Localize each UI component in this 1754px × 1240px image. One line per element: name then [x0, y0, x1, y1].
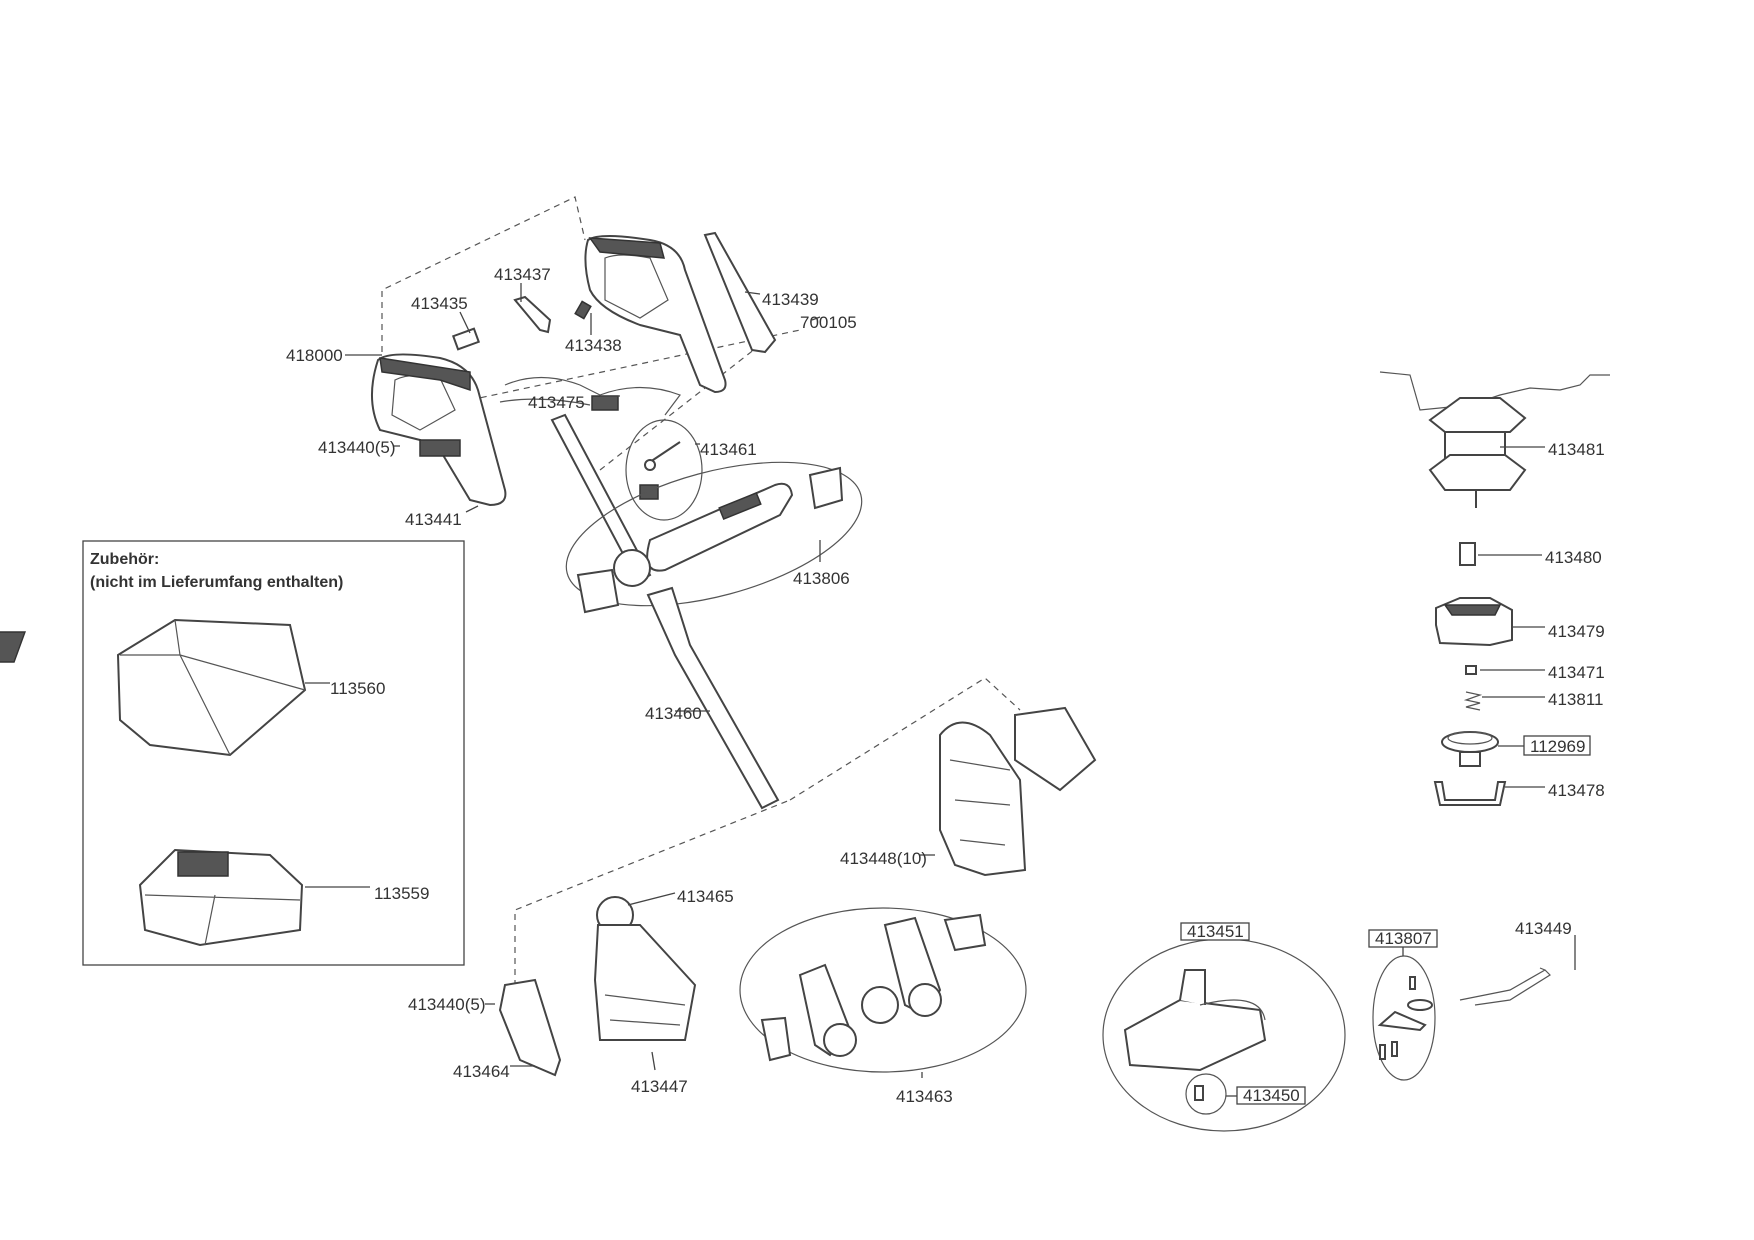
label-box-112969 [1523, 735, 1591, 756]
label-413806: 413806 [793, 569, 850, 588]
label-413463: 413463 [896, 1087, 953, 1106]
label-700105: 700105 [800, 313, 857, 332]
spring-coil [1463, 691, 1483, 711]
accessories-subtitle: (nicht im Lieferumfang enthalten) [90, 574, 343, 591]
label-413479: 413479 [1548, 622, 1605, 641]
gear-set-outline [739, 907, 1027, 1073]
label-413448: 413448(10) [840, 849, 927, 868]
trigger-part [513, 295, 552, 334]
label-413480: 413480 [1545, 548, 1602, 567]
label-413807: 413807 [1375, 929, 1432, 948]
bushing [1459, 542, 1476, 566]
label-box-413451 [1180, 922, 1250, 941]
line-cutter-blade [1377, 976, 1433, 1060]
lower-tube [646, 586, 780, 810]
motor-housing-right [939, 706, 1097, 877]
label-113559: 113559 [374, 884, 429, 903]
label-413475: 413475 [528, 393, 585, 412]
gear-set [760, 913, 987, 1062]
label-413449: 413449 [1515, 919, 1572, 938]
wire-clip [1459, 967, 1551, 1006]
upper-tube [550, 413, 652, 584]
label-112969: 112969 [1530, 737, 1585, 756]
switch-part [451, 327, 481, 351]
motor-cover [498, 978, 562, 1077]
label-413438: 413438 [565, 336, 622, 355]
label-413464: 413464 [453, 1062, 510, 1081]
screw-kit-part [1194, 1085, 1204, 1101]
bolt-kit-outline [625, 419, 703, 521]
part-labels: 413437 413435 413439 700105 418000 41343… [286, 265, 1605, 1106]
screw-kit-outline [1185, 1073, 1227, 1115]
label-413811: 413811 [1548, 690, 1603, 709]
label-413437: 413437 [494, 265, 551, 284]
spool-retainer-clip [1433, 781, 1507, 806]
label-413451: 413451 [1187, 922, 1244, 941]
grass-guard [1123, 969, 1267, 1072]
label-413465: 413465 [677, 887, 734, 906]
spool-cover-with-line [1379, 371, 1610, 508]
handle-right-shell [584, 235, 727, 394]
front-handle-outline [565, 461, 863, 607]
nut-small [1465, 665, 1477, 675]
label-box-413450 [1236, 1086, 1306, 1105]
leader-lines [305, 283, 1576, 1097]
label-418000: 418000 [286, 346, 343, 365]
label-413435: 413435 [411, 294, 468, 313]
front-handle [576, 466, 844, 614]
label-413440-top: 413440(5) [318, 438, 396, 457]
label-413440-bottom: 413440(5) [408, 995, 486, 1014]
bolt [649, 441, 681, 463]
label-413471: 413471 [1548, 663, 1605, 682]
label-413478: 413478 [1548, 781, 1605, 800]
handle-left-shell [370, 353, 507, 507]
spool-hub [1435, 597, 1513, 647]
motor-housing-left [593, 896, 697, 1041]
battery-charger-drawing [0, 618, 307, 757]
wiring-harness [499, 376, 681, 416]
battery-pack-drawing [138, 848, 304, 947]
spring-part [574, 300, 592, 320]
assembly-dashed-lines [381, 196, 1021, 1008]
washer [644, 459, 656, 471]
label-413439: 413439 [762, 290, 819, 309]
label-413441: 413441 [405, 510, 462, 529]
handle-cover-strip [703, 231, 777, 354]
label-413481: 413481 [1548, 440, 1605, 459]
label-113560: 113560 [330, 679, 385, 698]
label-413460: 413460 [645, 704, 702, 723]
blade-kit-outline [1372, 955, 1436, 1081]
line-spool [1441, 731, 1499, 767]
label-413461: 413461 [700, 440, 757, 459]
label-413450: 413450 [1243, 1086, 1300, 1105]
accessories-title: Zubehör: [90, 551, 159, 568]
label-413447: 413447 [631, 1077, 688, 1096]
label-box-413807 [1368, 929, 1438, 948]
nut [639, 484, 659, 500]
